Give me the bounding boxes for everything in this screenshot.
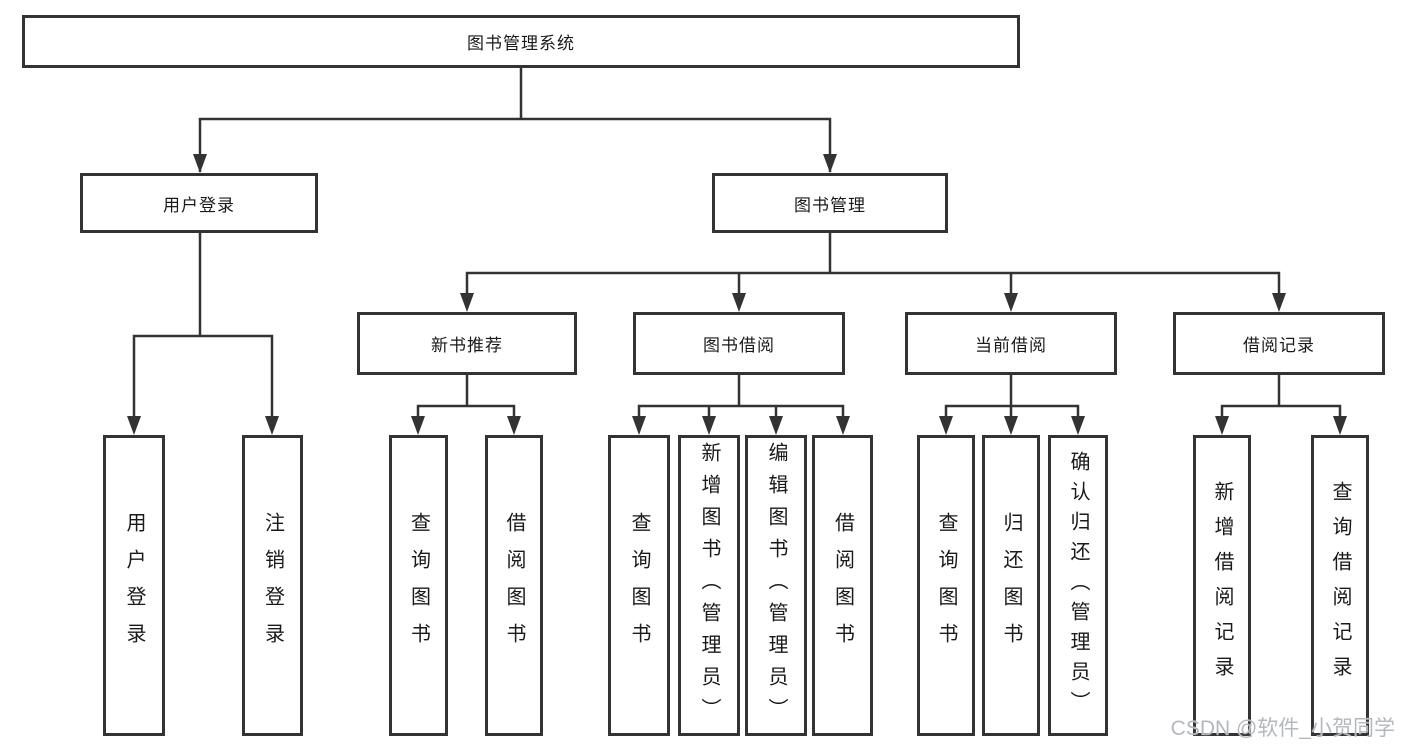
arrow-down-icon <box>127 416 141 435</box>
arrow-down-icon <box>411 416 425 435</box>
node-label: 当前借阅 <box>975 336 1047 355</box>
node-label: 查询图书 <box>407 511 430 660</box>
node-label: 新书推荐 <box>431 336 503 355</box>
arrow-down-icon <box>823 154 837 173</box>
arrow-down-icon <box>1272 293 1286 312</box>
arrow-down-icon <box>939 416 953 435</box>
node-label: 图书借阅 <box>703 336 775 355</box>
arrow-down-icon <box>460 293 474 312</box>
node-label: 借阅图书 <box>503 511 525 660</box>
arrow-down-icon <box>507 416 521 435</box>
node-label: 用户登录 <box>163 195 235 215</box>
node-label: 注销登录 <box>261 511 284 660</box>
leaf-query-books-current: 查询图书 <box>917 435 975 736</box>
node-label: 新增借阅记录 <box>1211 480 1233 691</box>
leaf-query-books-borrow: 查询图书 <box>608 435 670 736</box>
connector-root-bracket <box>198 117 832 172</box>
arrow-down-icon <box>836 416 850 435</box>
arrow-down-icon <box>1333 416 1347 435</box>
csdn-watermark: CSDN @软件_小贺同学 <box>1170 717 1395 740</box>
connector-rec-bracket <box>416 404 516 428</box>
arrow-down-icon <box>1215 416 1229 435</box>
arrow-down-icon <box>769 416 783 435</box>
leaf-query-borrow-record: 查询借阅记录 <box>1311 435 1369 736</box>
node-root-system: 图书管理系统 <box>22 15 1020 68</box>
leaf-logout: 注销登录 <box>242 435 303 736</box>
node-label: 用户登录 <box>123 511 145 660</box>
leaf-confirm-return-admin: 确认归还（管理员） <box>1048 435 1108 736</box>
node-book-borrow: 图书借阅 <box>633 312 845 375</box>
leaf-edit-books-admin: 编辑图书（管理员） <box>745 435 807 736</box>
connector-records-bracket <box>1220 404 1342 428</box>
leaf-add-books-admin: 新增图书（管理员） <box>678 435 740 736</box>
leaf-borrow-books: 借阅图书 <box>812 435 873 736</box>
node-new-book-recommend: 新书推荐 <box>357 312 577 375</box>
arrow-down-icon <box>193 154 207 173</box>
node-book-management: 图书管理 <box>712 173 948 233</box>
arrow-down-icon <box>1071 416 1085 435</box>
arrow-down-icon <box>1004 293 1018 312</box>
node-label: 图书管理 <box>794 195 866 215</box>
leaf-borrow-books-recommend: 借阅图书 <box>485 435 543 736</box>
connector-login-bracket <box>132 334 274 428</box>
arrow-down-icon <box>632 416 646 435</box>
node-label: 查询图书 <box>628 511 650 660</box>
arrow-down-icon <box>702 416 716 435</box>
leaf-user-login: 用户登录 <box>103 435 165 736</box>
leaf-return-books: 归还图书 <box>982 435 1040 736</box>
connector-borrow-bracket <box>637 404 845 428</box>
node-label: 借阅图书 <box>831 511 854 660</box>
node-label: 归还图书 <box>1000 511 1022 660</box>
node-label: 编辑图书（管理员） <box>765 441 787 730</box>
leaf-query-books-recommend: 查询图书 <box>389 435 448 736</box>
node-user-login: 用户登录 <box>80 173 318 233</box>
arrow-down-icon <box>1004 416 1018 435</box>
node-label: 新增图书（管理员） <box>698 441 720 730</box>
connector-mgmt-bracket <box>465 271 1281 308</box>
node-label: 借阅记录 <box>1243 336 1315 355</box>
arrow-down-icon <box>265 416 279 435</box>
node-label: 查询图书 <box>935 511 957 660</box>
node-current-borrow: 当前借阅 <box>905 312 1117 375</box>
node-label: 确认归还（管理员） <box>1067 450 1089 721</box>
node-label: 图书管理系统 <box>467 34 575 53</box>
node-label: 查询借阅记录 <box>1329 480 1351 691</box>
arrow-down-icon <box>732 293 746 312</box>
node-borrow-records: 借阅记录 <box>1173 312 1385 375</box>
leaf-add-borrow-record: 新增借阅记录 <box>1193 435 1251 736</box>
arrowheads <box>127 154 1347 435</box>
